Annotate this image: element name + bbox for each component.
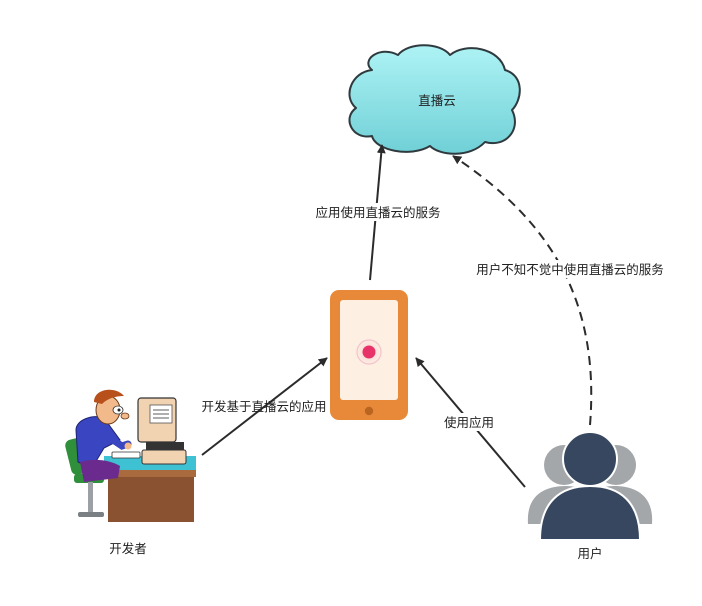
phone-home-button [364, 406, 374, 416]
developer-at-computer-icon [65, 389, 196, 522]
cloud-icon [348, 44, 521, 155]
edge-dev-to-phone-line [201, 357, 328, 456]
phone-record-dot [362, 345, 376, 359]
edge-users-to-phone-label: 使用应用 [444, 415, 494, 430]
edge-dev-to-phone-label: 开发基于直播云的应用 [201, 399, 326, 414]
edge-users-to-phone[interactable]: 使用应用 [415, 357, 526, 488]
users-label: 用户 [577, 546, 602, 561]
edge-phone-to-cloud[interactable]: 应用使用直播云的服务 [310, 144, 446, 281]
users-node[interactable]: 用户 [527, 431, 653, 561]
edge-users-to-cloud-line [452, 155, 593, 426]
edge-phone-to-cloud-label: 应用使用直播云的服务 [315, 205, 440, 220]
phone-dot-ring [356, 339, 382, 365]
developer-node[interactable]: 开发者 [64, 389, 196, 556]
cloud-node[interactable]: 直播云 [348, 44, 521, 155]
edge-users-to-cloud[interactable]: 用户不知不觉中使用直播云的服务 [452, 155, 674, 426]
cloud-label: 直播云 [418, 93, 456, 108]
developer-label: 开发者 [109, 541, 147, 556]
edge-users-to-cloud-label: 用户不知不觉中使用直播云的服务 [476, 262, 664, 277]
phone-node[interactable] [330, 290, 408, 420]
users-group-icon [527, 431, 653, 541]
edge-dev-to-phone[interactable]: 开发基于直播云的应用 [201, 357, 328, 456]
